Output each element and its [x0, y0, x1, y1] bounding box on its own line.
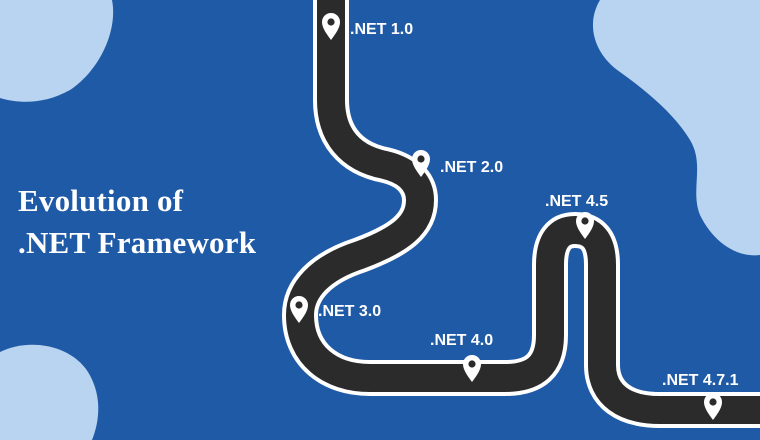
title-line-1: Evolution of — [18, 183, 184, 218]
road-surface — [286, 0, 760, 424]
map-pin-icon — [576, 212, 594, 239]
milestone-label-net-4-5: .NET 4.5 — [545, 193, 609, 210]
milestone-label-net-2-0: .NET 2.0 — [440, 159, 504, 176]
blob-bottom-left — [0, 344, 99, 440]
map-pin-icon — [463, 355, 481, 382]
milestone-label-net-4-7-1: .NET 4.7.1 — [662, 372, 739, 389]
map-pin-icon — [412, 150, 430, 177]
milestone-label-net-3-0: .NET 3.0 — [318, 303, 382, 320]
blob-top-left — [0, 0, 114, 102]
map-pin-icon — [704, 393, 722, 420]
blob-top-right — [592, 0, 760, 256]
map-pin-icon — [322, 13, 340, 40]
page-title: Evolution of .NET Framework — [18, 180, 256, 264]
map-pin-icon — [290, 296, 308, 323]
title-line-2: .NET Framework — [18, 225, 257, 260]
milestone-label-net-1-0: .NET 1.0 — [350, 21, 414, 38]
milestone-label-net-4-0: .NET 4.0 — [430, 332, 494, 349]
